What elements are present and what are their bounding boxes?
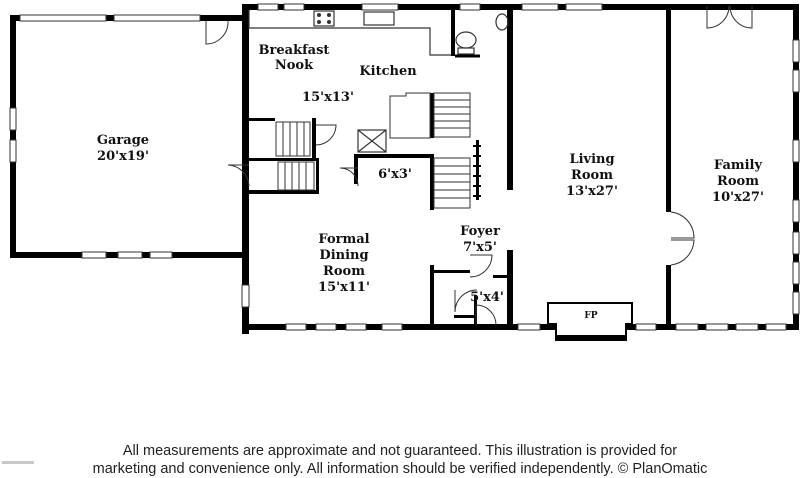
patio-door-left: [706, 5, 730, 29]
closet-size: 5'x4': [470, 290, 504, 305]
appliance-dots: [317, 13, 331, 24]
living-room-line1: Living: [569, 152, 614, 167]
pantry-size: 6'x3': [378, 167, 412, 182]
formal-dining-line2: Dining: [319, 248, 368, 263]
garage-door-swing: [205, 20, 229, 45]
family-room-line2: Room: [717, 174, 759, 189]
disclaimer-line1: All measurements are approximate and not…: [122, 443, 678, 459]
kitchen-counters: [248, 10, 451, 153]
interior-walls: [249, 4, 671, 330]
pantry-door-swing: [339, 167, 359, 187]
breakfast-nook-line1: Breakfast: [259, 43, 330, 58]
stair-door-swing: [315, 124, 337, 146]
doors: [205, 5, 753, 326]
fireplace: [547, 302, 633, 341]
toilet-icon: [455, 31, 477, 49]
breakfast-nook-line2: Nook: [275, 58, 314, 73]
fireplace-label: FP: [584, 311, 597, 321]
foyer-name: Foyer: [460, 224, 500, 239]
mudroom-door-swing: [227, 164, 250, 187]
family-room-size: 10'x27': [712, 190, 764, 205]
kitchen-name: Kitchen: [359, 64, 417, 79]
formal-dining-size: 15'x11': [318, 280, 370, 295]
disclaimer: All measurements are approximate and not…: [0, 442, 800, 478]
formal-dining-line1: Formal: [318, 232, 369, 247]
living-room-size: 13'x27': [566, 184, 618, 199]
stove-icon: [313, 10, 335, 27]
staircase: [275, 92, 471, 209]
patio-door-right: [729, 5, 753, 29]
kitchen-size: 15'x13': [302, 90, 354, 105]
sink-icon: [363, 11, 395, 26]
formal-dining-line3: Room: [323, 264, 365, 279]
entry-door-swing: [475, 304, 497, 326]
garage-name: Garage: [97, 133, 149, 148]
closet-door-swing: [469, 254, 493, 278]
room-labels: Garage 20'x19' Breakfast Nook Kitchen 15…: [97, 43, 764, 321]
stair-railing: [473, 140, 481, 200]
family-room-line1: Family: [714, 158, 763, 173]
windows: [9, 3, 800, 331]
family-door-swing-bottom: [670, 239, 695, 266]
garage-size: 20'x19': [97, 149, 149, 164]
corner-mark: [2, 461, 34, 464]
island-icon: [357, 129, 387, 153]
foyer-size: 7'x5': [463, 240, 497, 255]
family-door-swing-top: [670, 211, 695, 239]
floor-plan: Garage 20'x19' Breakfast Nook Kitchen 15…: [9, 3, 800, 341]
living-room-line2: Room: [571, 168, 613, 183]
powder-room: [455, 13, 509, 58]
disclaimer-line2: marketing and convenience only. All info…: [92, 461, 708, 477]
hall-door-swing: [454, 289, 478, 313]
basin-icon: [495, 13, 509, 31]
